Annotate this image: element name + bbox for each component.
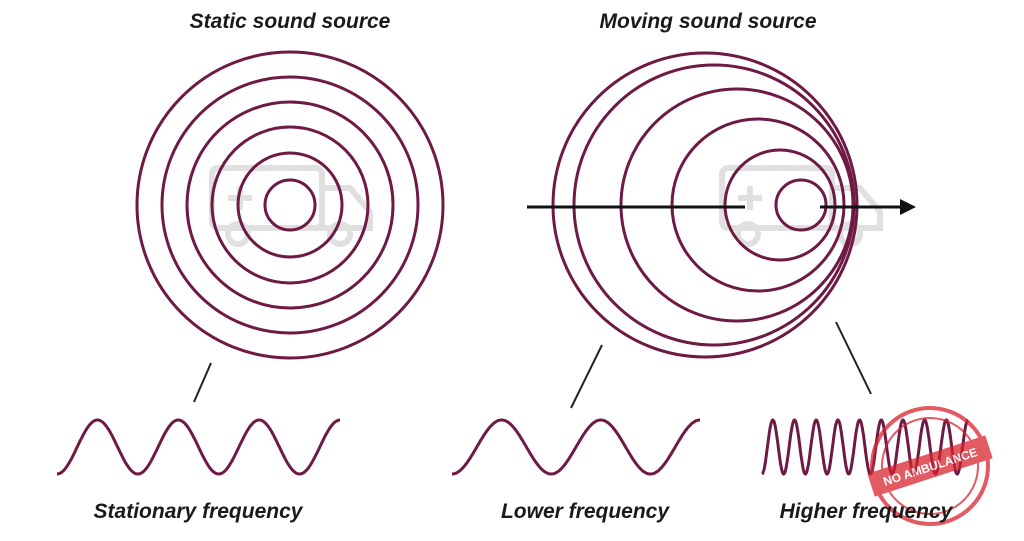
label-lower-frequency: Lower frequency [500, 500, 670, 523]
wavefront-ring [723, 148, 837, 262]
lower-wave [452, 418, 700, 476]
leader-line-lower [570, 344, 603, 409]
wavefront-ring [135, 50, 445, 360]
motion-arrow [527, 199, 916, 215]
wavefront-ring [551, 51, 859, 359]
leader-line-higher [835, 321, 872, 395]
title-moving: Moving sound source [599, 10, 817, 33]
wavefront-ring [572, 63, 856, 347]
stationary-wave [57, 418, 340, 476]
static-wavefronts [135, 50, 445, 360]
moving-wavefronts [551, 51, 859, 359]
wavefront-ring [619, 87, 855, 323]
label-higher-frequency: Higher frequency [779, 500, 953, 523]
wavefront-ring [160, 75, 420, 335]
label-stationary-frequency: Stationary frequency [93, 500, 303, 523]
leader-line-static [193, 362, 212, 403]
wavefront-ring [210, 125, 370, 285]
wavefront-ring [263, 178, 317, 232]
leader-lines [193, 321, 872, 409]
title-static: Static sound source [189, 10, 391, 33]
wavefront-ring [185, 100, 395, 310]
arrow-head [900, 199, 916, 215]
wavefront-ring [670, 117, 846, 293]
wavefront-ring [236, 151, 344, 259]
wavefront-ring [774, 178, 828, 232]
